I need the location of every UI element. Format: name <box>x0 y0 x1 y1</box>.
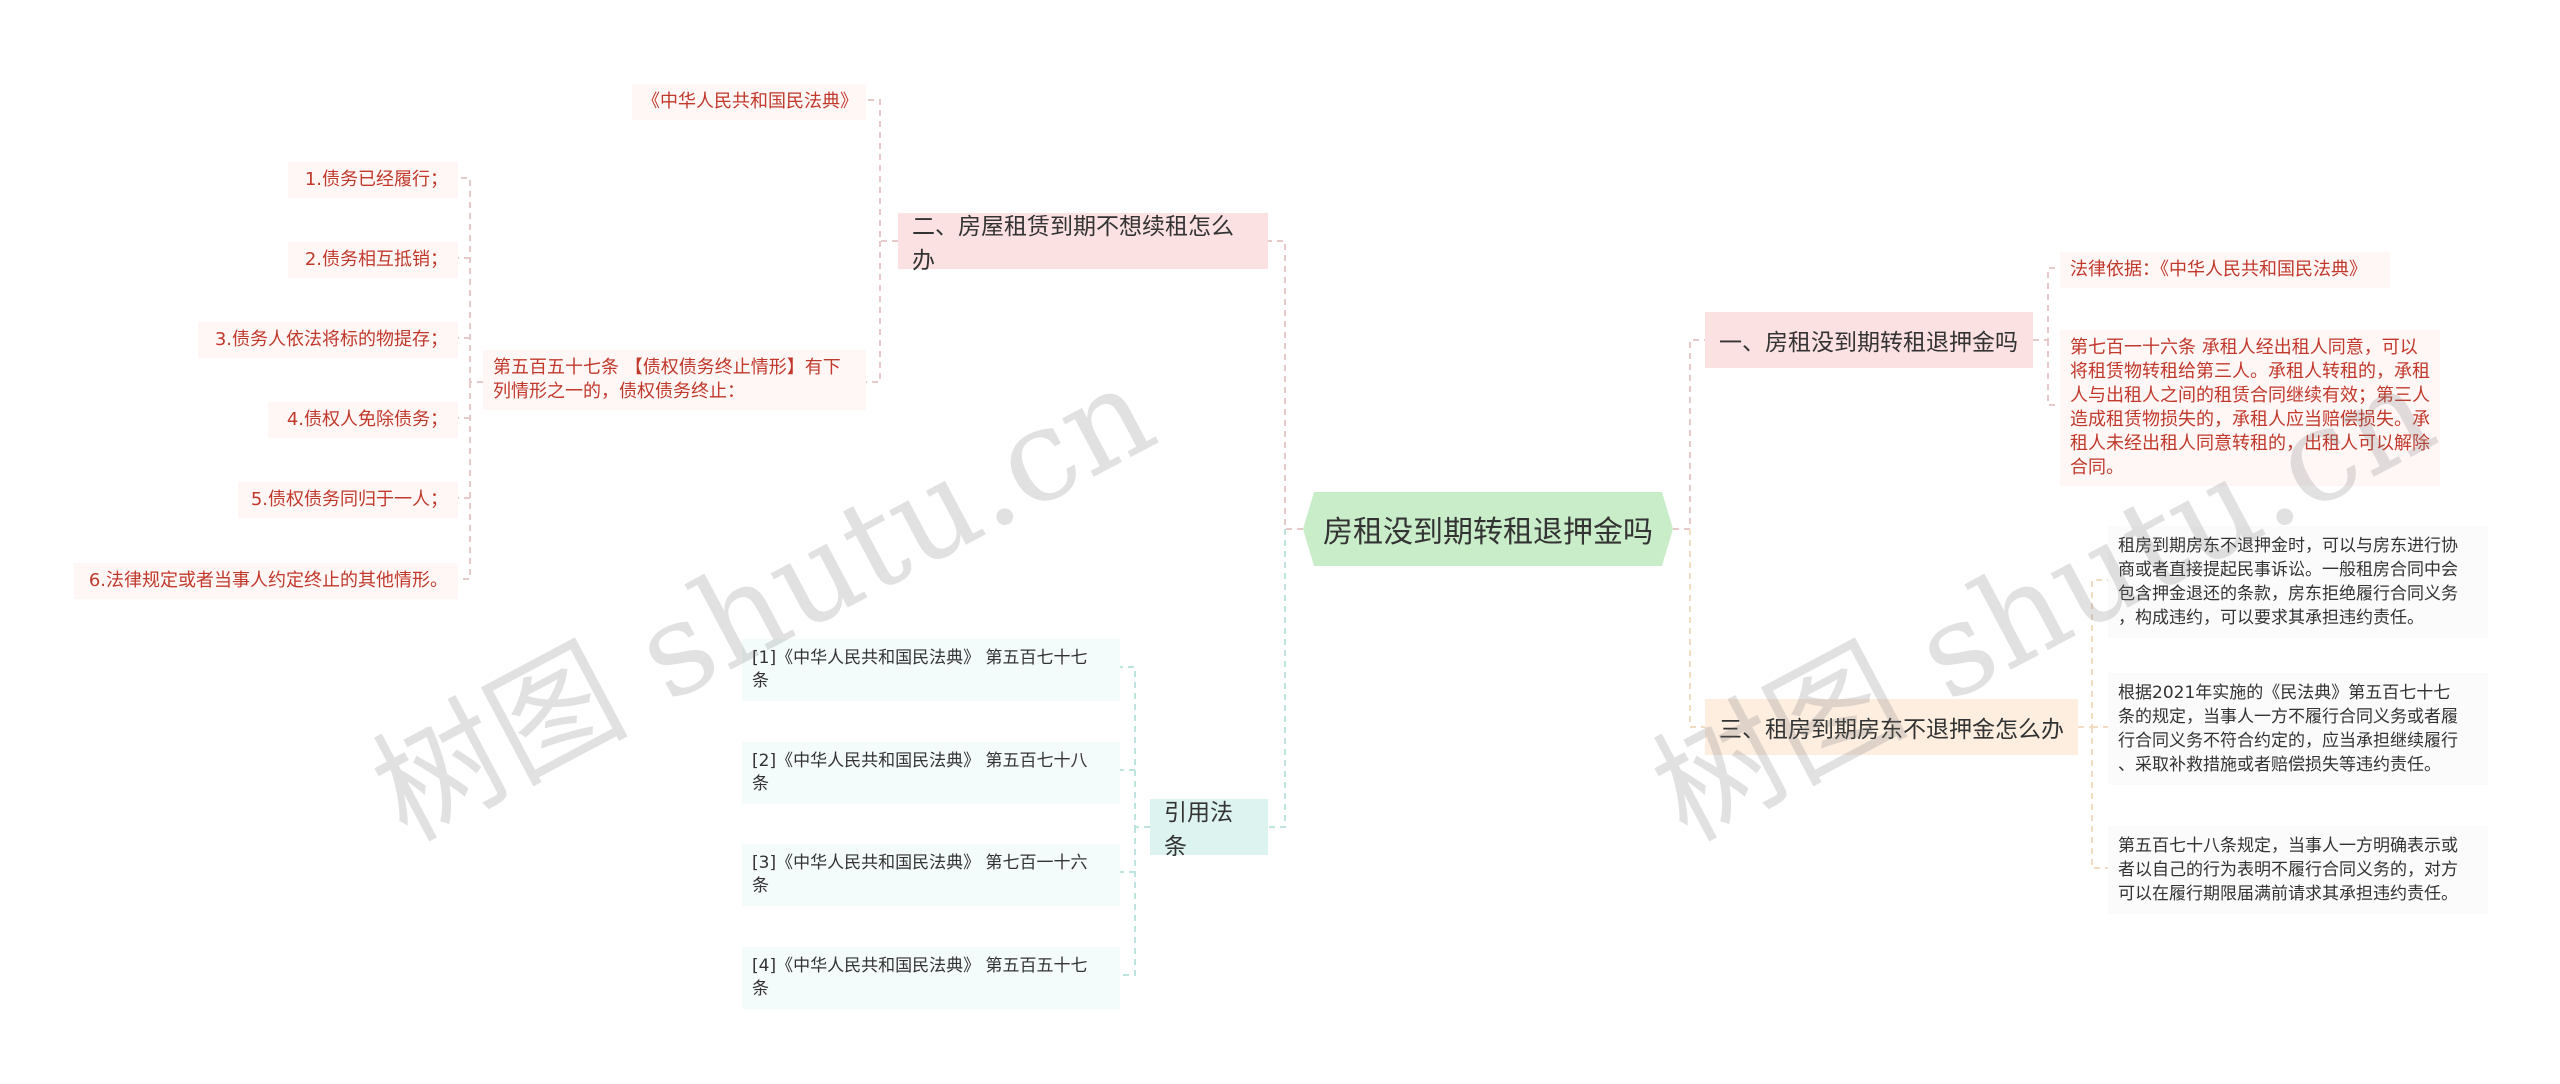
link-item-1 <box>458 177 483 383</box>
leaf-text: [2]《中华人民共和国民法典》 第五百七十八 条 <box>752 751 1088 794</box>
link-item-6 <box>458 382 471 580</box>
leaf-item-1[interactable]: 1.债务已经履行； <box>288 162 458 198</box>
leaf-text: 法律依据：《中华人民共和国民法典》 <box>2070 259 2367 280</box>
leaf-text: 租房到期房东不退押金时，可以与房东进行协 商或者直接提起民事诉讼。一般租房合同中… <box>2118 536 2458 628</box>
leaf-text: 根据2021年实施的《民法典》第五百七十七 条的规定，当事人一方不履行合同义务或… <box>2118 683 2458 775</box>
leaf-item-3[interactable]: 3.债务人依法将标的物提存； <box>198 322 458 358</box>
link-root-b3 <box>1673 339 1705 530</box>
leaf-negotiate-or-sue[interactable]: 租房到期房东不退押金时，可以与房东进行协 商或者直接提起民事诉讼。一般租房合同中… <box>2108 526 2488 638</box>
link-cite-1 <box>1120 666 1150 828</box>
link-b3-basis <box>2033 267 2060 341</box>
branch-label: 引用法条 <box>1164 800 1233 860</box>
leaf-text: 第五百七十八条规定，当事人一方明确表示或 者以自己的行为表明不履行合同义务的，对… <box>2118 836 2458 904</box>
leaf-article-577[interactable]: 根据2021年实施的《民法典》第五百七十七 条的规定，当事人一方不履行合同义务或… <box>2108 673 2488 785</box>
leaf-text: 《中华人民共和国民法典》 <box>642 91 858 112</box>
leaf-text: 6.法律规定或者当事人约定终止的其他情形。 <box>88 570 448 591</box>
branch-label: 三、租房到期房东不退押金怎么办 <box>1719 717 2064 743</box>
leaf-text: 4.债权人免除债务； <box>286 409 448 430</box>
branch-landlord-refuses[interactable]: 三、租房到期房东不退押金怎么办 <box>1705 699 2078 755</box>
link-cite-4 <box>1120 827 1136 976</box>
leaf-text: [3]《中华人民共和国民法典》 第七百一十六 条 <box>752 853 1088 896</box>
leaf-text: 2.债务相互抵销； <box>304 249 448 270</box>
branch-label: 一、房租没到期转租退押金吗 <box>1719 330 2018 356</box>
branch-sublet-deposit[interactable]: 一、房租没到期转租退押金吗 <box>1705 312 2033 368</box>
leaf-text: 第五百五十七条 【债权债务终止情形】有下 列情形之一的，债权债务终止： <box>493 357 841 402</box>
branch-label: 二、房屋租赁到期不想续租怎么办 <box>912 214 1234 274</box>
link-b1-code <box>866 99 898 242</box>
leaf-cite-4[interactable]: [4]《中华人民共和国民法典》 第五百五十七 条 <box>742 947 1120 1009</box>
leaf-civil-code[interactable]: 《中华人民共和国民法典》 <box>632 84 866 120</box>
leaf-cite-2[interactable]: [2]《中华人民共和国民法典》 第五百七十八 条 <box>742 742 1120 804</box>
leaf-item-4[interactable]: 4.债权人免除债务； <box>268 402 458 438</box>
root-node[interactable]: 房租没到期转租退押金吗 <box>1303 492 1673 566</box>
root-label: 房租没到期转租退押金吗 <box>1323 515 1653 550</box>
leaf-cite-1[interactable]: [1]《中华人民共和国民法典》 第五百七十七 条 <box>742 639 1120 701</box>
link-root-b2 <box>1268 529 1286 828</box>
link-b4-3 <box>2091 727 2108 869</box>
branch-lease-expiry[interactable]: 二、房屋租赁到期不想续租怎么办 <box>898 213 1268 274</box>
branch-cited-laws[interactable]: 引用法条 <box>1150 799 1268 860</box>
leaf-item-2[interactable]: 2.债务相互抵销； <box>288 242 458 278</box>
leaf-text: 5.债权债务同归于一人； <box>250 489 448 510</box>
link-root-b4 <box>1689 529 1705 728</box>
link-b4-1 <box>2078 579 2108 728</box>
leaf-text: 第七百一十六条 承租人经出租人同意，可以 将租赁物转租给第三人。承租人转租的，承… <box>2070 337 2430 478</box>
leaf-text: [1]《中华人民共和国民法典》 第五百七十七 条 <box>752 648 1088 691</box>
leaf-article-578[interactable]: 第五百七十八条规定，当事人一方明确表示或 者以自己的行为表明不履行合同义务的，对… <box>2108 826 2488 914</box>
leaf-item-5[interactable]: 5.债权债务同归于一人； <box>238 482 458 518</box>
leaf-item-6[interactable]: 6.法律规定或者当事人约定终止的其他情形。 <box>74 563 458 599</box>
leaf-legal-basis[interactable]: 法律依据：《中华人民共和国民法典》 <box>2060 252 2390 288</box>
leaf-text: 3.债务人依法将标的物提存； <box>214 329 448 350</box>
leaf-text: [4]《中华人民共和国民法典》 第五百五十七 条 <box>752 956 1088 999</box>
leaf-text: 1.债务已经履行； <box>304 169 448 190</box>
leaf-article-716[interactable]: 第七百一十六条 承租人经出租人同意，可以 将租赁物转租给第三人。承租人转租的，承… <box>2060 330 2440 486</box>
leaf-article-557[interactable]: 第五百五十七条 【债权债务终止情形】有下 列情形之一的，债权债务终止： <box>483 350 866 410</box>
link-b3-article <box>2047 340 2060 406</box>
link-b1-article <box>866 241 881 383</box>
link-root-b1 <box>1268 240 1303 530</box>
leaf-cite-3[interactable]: [3]《中华人民共和国民法典》 第七百一十六 条 <box>742 844 1120 906</box>
